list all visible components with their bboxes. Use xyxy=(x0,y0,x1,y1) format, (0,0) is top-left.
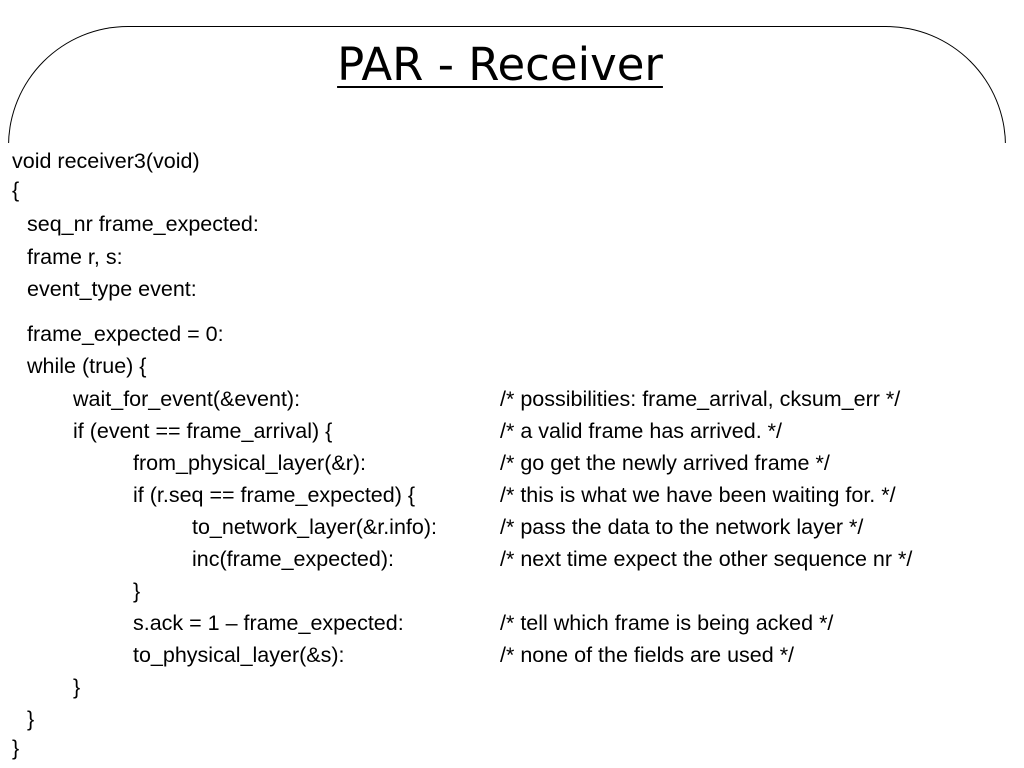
code-comment: /* pass the data to the network layer */ xyxy=(500,515,864,539)
code-line: while (true) { xyxy=(27,354,147,378)
code-line: frame_expected = 0: xyxy=(27,322,224,346)
code-comment: /* none of the fields are used */ xyxy=(500,643,795,667)
slide-title: PAR - Receiver xyxy=(337,38,663,91)
code-comment: /* a valid frame has arrived. */ xyxy=(500,419,783,443)
code-block: void receiver3(void) { seq_nr frame_expe… xyxy=(0,143,1024,768)
code-line: if (r.seq == frame_expected) { xyxy=(133,483,416,507)
code-comment: /* possibilities: frame_arrival, cksum_e… xyxy=(500,387,901,411)
code-line: } xyxy=(133,579,141,603)
code-line: to_network_layer(&r.info): xyxy=(192,515,437,539)
code-comment: /* next time expect the other sequence n… xyxy=(500,547,913,571)
code-line: { xyxy=(12,178,20,202)
code-line: s.ack = 1 – frame_expected: xyxy=(133,611,404,635)
code-line: seq_nr frame_expected: xyxy=(27,212,259,236)
code-line: event_type event: xyxy=(27,277,197,301)
code-line: to_physical_layer(&s): xyxy=(133,643,345,667)
code-line: inc(frame_expected): xyxy=(192,547,394,571)
code-line: frame r, s: xyxy=(27,245,123,269)
code-line: from_physical_layer(&r): xyxy=(133,451,366,475)
code-line: void receiver3(void) xyxy=(12,149,200,173)
code-comment: /* go get the newly arrived frame */ xyxy=(500,451,830,475)
code-comment: /* this is what we have been waiting for… xyxy=(500,483,896,507)
code-line: } xyxy=(12,736,20,760)
code-line: wait_for_event(&event): xyxy=(73,387,301,411)
code-line: } xyxy=(73,675,81,699)
code-comment: /* tell which frame is being acked */ xyxy=(500,611,834,635)
code-line: } xyxy=(27,707,35,731)
code-line: if (event == frame_arrival) { xyxy=(73,419,333,443)
